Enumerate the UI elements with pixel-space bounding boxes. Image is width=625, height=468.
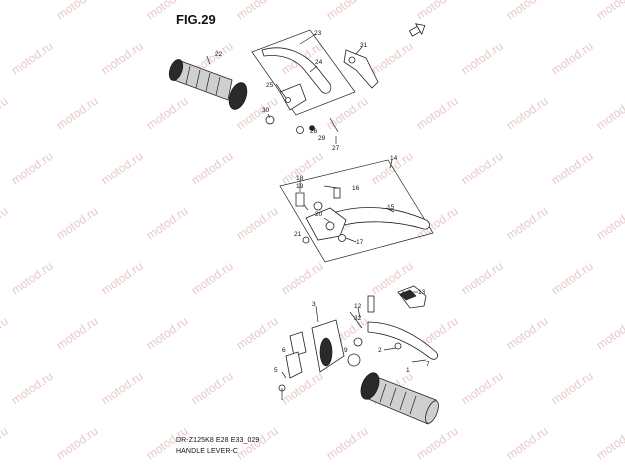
watermark-text: motod.ru xyxy=(414,0,461,22)
watermark-text: motod.ru xyxy=(414,94,461,133)
callout-14: 14 xyxy=(390,155,398,162)
watermark-text: motod.ru xyxy=(54,424,101,463)
callout-25: 25 xyxy=(266,82,274,89)
arrow-icon xyxy=(408,23,426,37)
callout-23: 23 xyxy=(314,30,322,37)
watermark-text: motod.ru xyxy=(594,94,625,133)
watermark-text: motod.ru xyxy=(504,0,551,22)
callout-15: 15 xyxy=(387,204,395,211)
watermark-text: motod.ru xyxy=(279,259,326,298)
watermark-text: motod.ru xyxy=(594,314,625,353)
watermark-text: motod.ru xyxy=(189,369,236,408)
watermark-text: motod.ru xyxy=(144,94,191,133)
callout-7: 7 xyxy=(426,361,430,368)
watermark-text: motod.ru xyxy=(594,424,625,463)
watermark-text: motod.ru xyxy=(504,314,551,353)
watermark-text: motod.ru xyxy=(549,149,596,188)
watermark-text: motod.ru xyxy=(459,369,506,408)
callout-1: 1 xyxy=(406,367,410,374)
callout-2: 2 xyxy=(378,347,382,354)
callout-5: 5 xyxy=(274,367,278,374)
callout-3: 3 xyxy=(312,301,316,308)
callout-24: 24 xyxy=(315,59,323,66)
watermark-text: motod.ru xyxy=(99,259,146,298)
watermark-text: motod.ru xyxy=(189,149,236,188)
callout-13: 13 xyxy=(418,289,426,296)
watermark-text: motod.ru xyxy=(234,0,281,22)
callout-16: 16 xyxy=(352,185,360,192)
figure-title: FIG.29 xyxy=(176,12,216,27)
watermark-text: motod.ru xyxy=(0,204,11,243)
callout-labels: 22 23 24 31 25 30 26 29 27 14 15 18 19 1… xyxy=(215,30,430,374)
watermark-text: motod.ru xyxy=(459,149,506,188)
watermark-text: motod.ru xyxy=(54,94,101,133)
callout-12: 12 xyxy=(354,303,362,310)
watermark-text: motod.ru xyxy=(324,94,371,133)
watermark-text: motod.ru xyxy=(459,259,506,298)
callout-18: 18 xyxy=(296,175,304,182)
watermark-text: motod.ru xyxy=(504,94,551,133)
callout-27: 27 xyxy=(332,145,340,152)
leader-lines xyxy=(206,33,427,379)
watermark-text: motod.ru xyxy=(144,0,191,22)
watermark-text: motod.ru xyxy=(369,39,416,78)
watermark-text: motod.ru xyxy=(594,0,625,22)
watermark-text: motod.ru xyxy=(549,39,596,78)
hot-start-lever-assembly xyxy=(279,159,434,263)
throttle-assembly xyxy=(278,319,345,400)
callout-31: 31 xyxy=(360,42,368,49)
callout-26: 26 xyxy=(310,128,318,135)
watermark-text: motod.ru xyxy=(144,314,191,353)
watermark-text: motod.ru xyxy=(189,259,236,298)
callout-17: 17 xyxy=(356,239,364,246)
watermark-text: motod.ru xyxy=(0,94,11,133)
callout-30: 30 xyxy=(262,107,270,114)
watermark-text: motod.ru xyxy=(279,369,326,408)
watermark-text: motod.ru xyxy=(0,424,11,463)
callout-22: 22 xyxy=(215,51,223,58)
watermark-text: motod.ru xyxy=(549,259,596,298)
callout-9: 9 xyxy=(344,347,348,354)
watermark-text: motod.ru xyxy=(414,424,461,463)
watermark-text: motod.ru xyxy=(54,314,101,353)
watermark-text: motod.ru xyxy=(54,0,101,22)
watermark-text: motod.ru xyxy=(459,39,506,78)
callout-21: 21 xyxy=(294,231,302,238)
right-grip xyxy=(360,372,439,425)
model-code: DR-Z125K8 E28 E33_029 xyxy=(176,437,260,444)
callout-19: 19 xyxy=(296,183,304,190)
watermark-text: motod.ru xyxy=(594,204,625,243)
watermark-text: motod.ru xyxy=(324,424,371,463)
watermark-text: motod.ru xyxy=(234,314,281,353)
left-grip xyxy=(168,59,248,110)
clutch-lever-assembly xyxy=(168,29,379,134)
watermark-text: motod.ru xyxy=(549,369,596,408)
callout-29: 29 xyxy=(318,135,326,142)
watermark-text: motod.ru xyxy=(54,204,101,243)
watermark-text: motod.ru xyxy=(234,204,281,243)
callout-6: 6 xyxy=(282,347,286,354)
watermark-text: motod.ru xyxy=(324,0,371,22)
watermark-text: motod.ru xyxy=(99,149,146,188)
brake-lever-assembly xyxy=(347,285,438,367)
watermark-text: motod.ru xyxy=(0,314,11,353)
watermark-text: motod.ru xyxy=(9,259,56,298)
watermark-text: motod.ru xyxy=(504,204,551,243)
watermark-text: motod.ru xyxy=(144,204,191,243)
watermark-text: motod.ru xyxy=(9,369,56,408)
watermark-text: motod.ru xyxy=(0,0,11,22)
watermark-text: motod.ru xyxy=(9,149,56,188)
watermark-text: motod.ru xyxy=(9,39,56,78)
watermark-text: motod.ru xyxy=(99,369,146,408)
watermark-text: motod.ru xyxy=(99,39,146,78)
watermark-text: motod.ru xyxy=(504,424,551,463)
callout-32: 32 xyxy=(354,315,362,322)
figure-caption: HANDLE LEVER-C xyxy=(176,448,239,455)
callout-20: 20 xyxy=(315,211,323,218)
